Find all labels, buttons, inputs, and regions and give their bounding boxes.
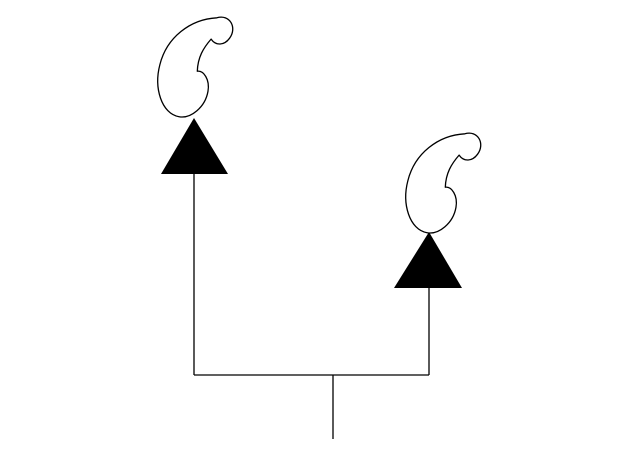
telephone-handset-icon <box>405 132 482 234</box>
left-triangle-marker <box>161 118 228 174</box>
right-triangle-marker <box>394 232 462 288</box>
right-branch-node <box>394 132 482 288</box>
telephone-handset-icon <box>157 16 234 118</box>
left-branch-node <box>157 16 234 174</box>
wiring <box>193 172 430 439</box>
